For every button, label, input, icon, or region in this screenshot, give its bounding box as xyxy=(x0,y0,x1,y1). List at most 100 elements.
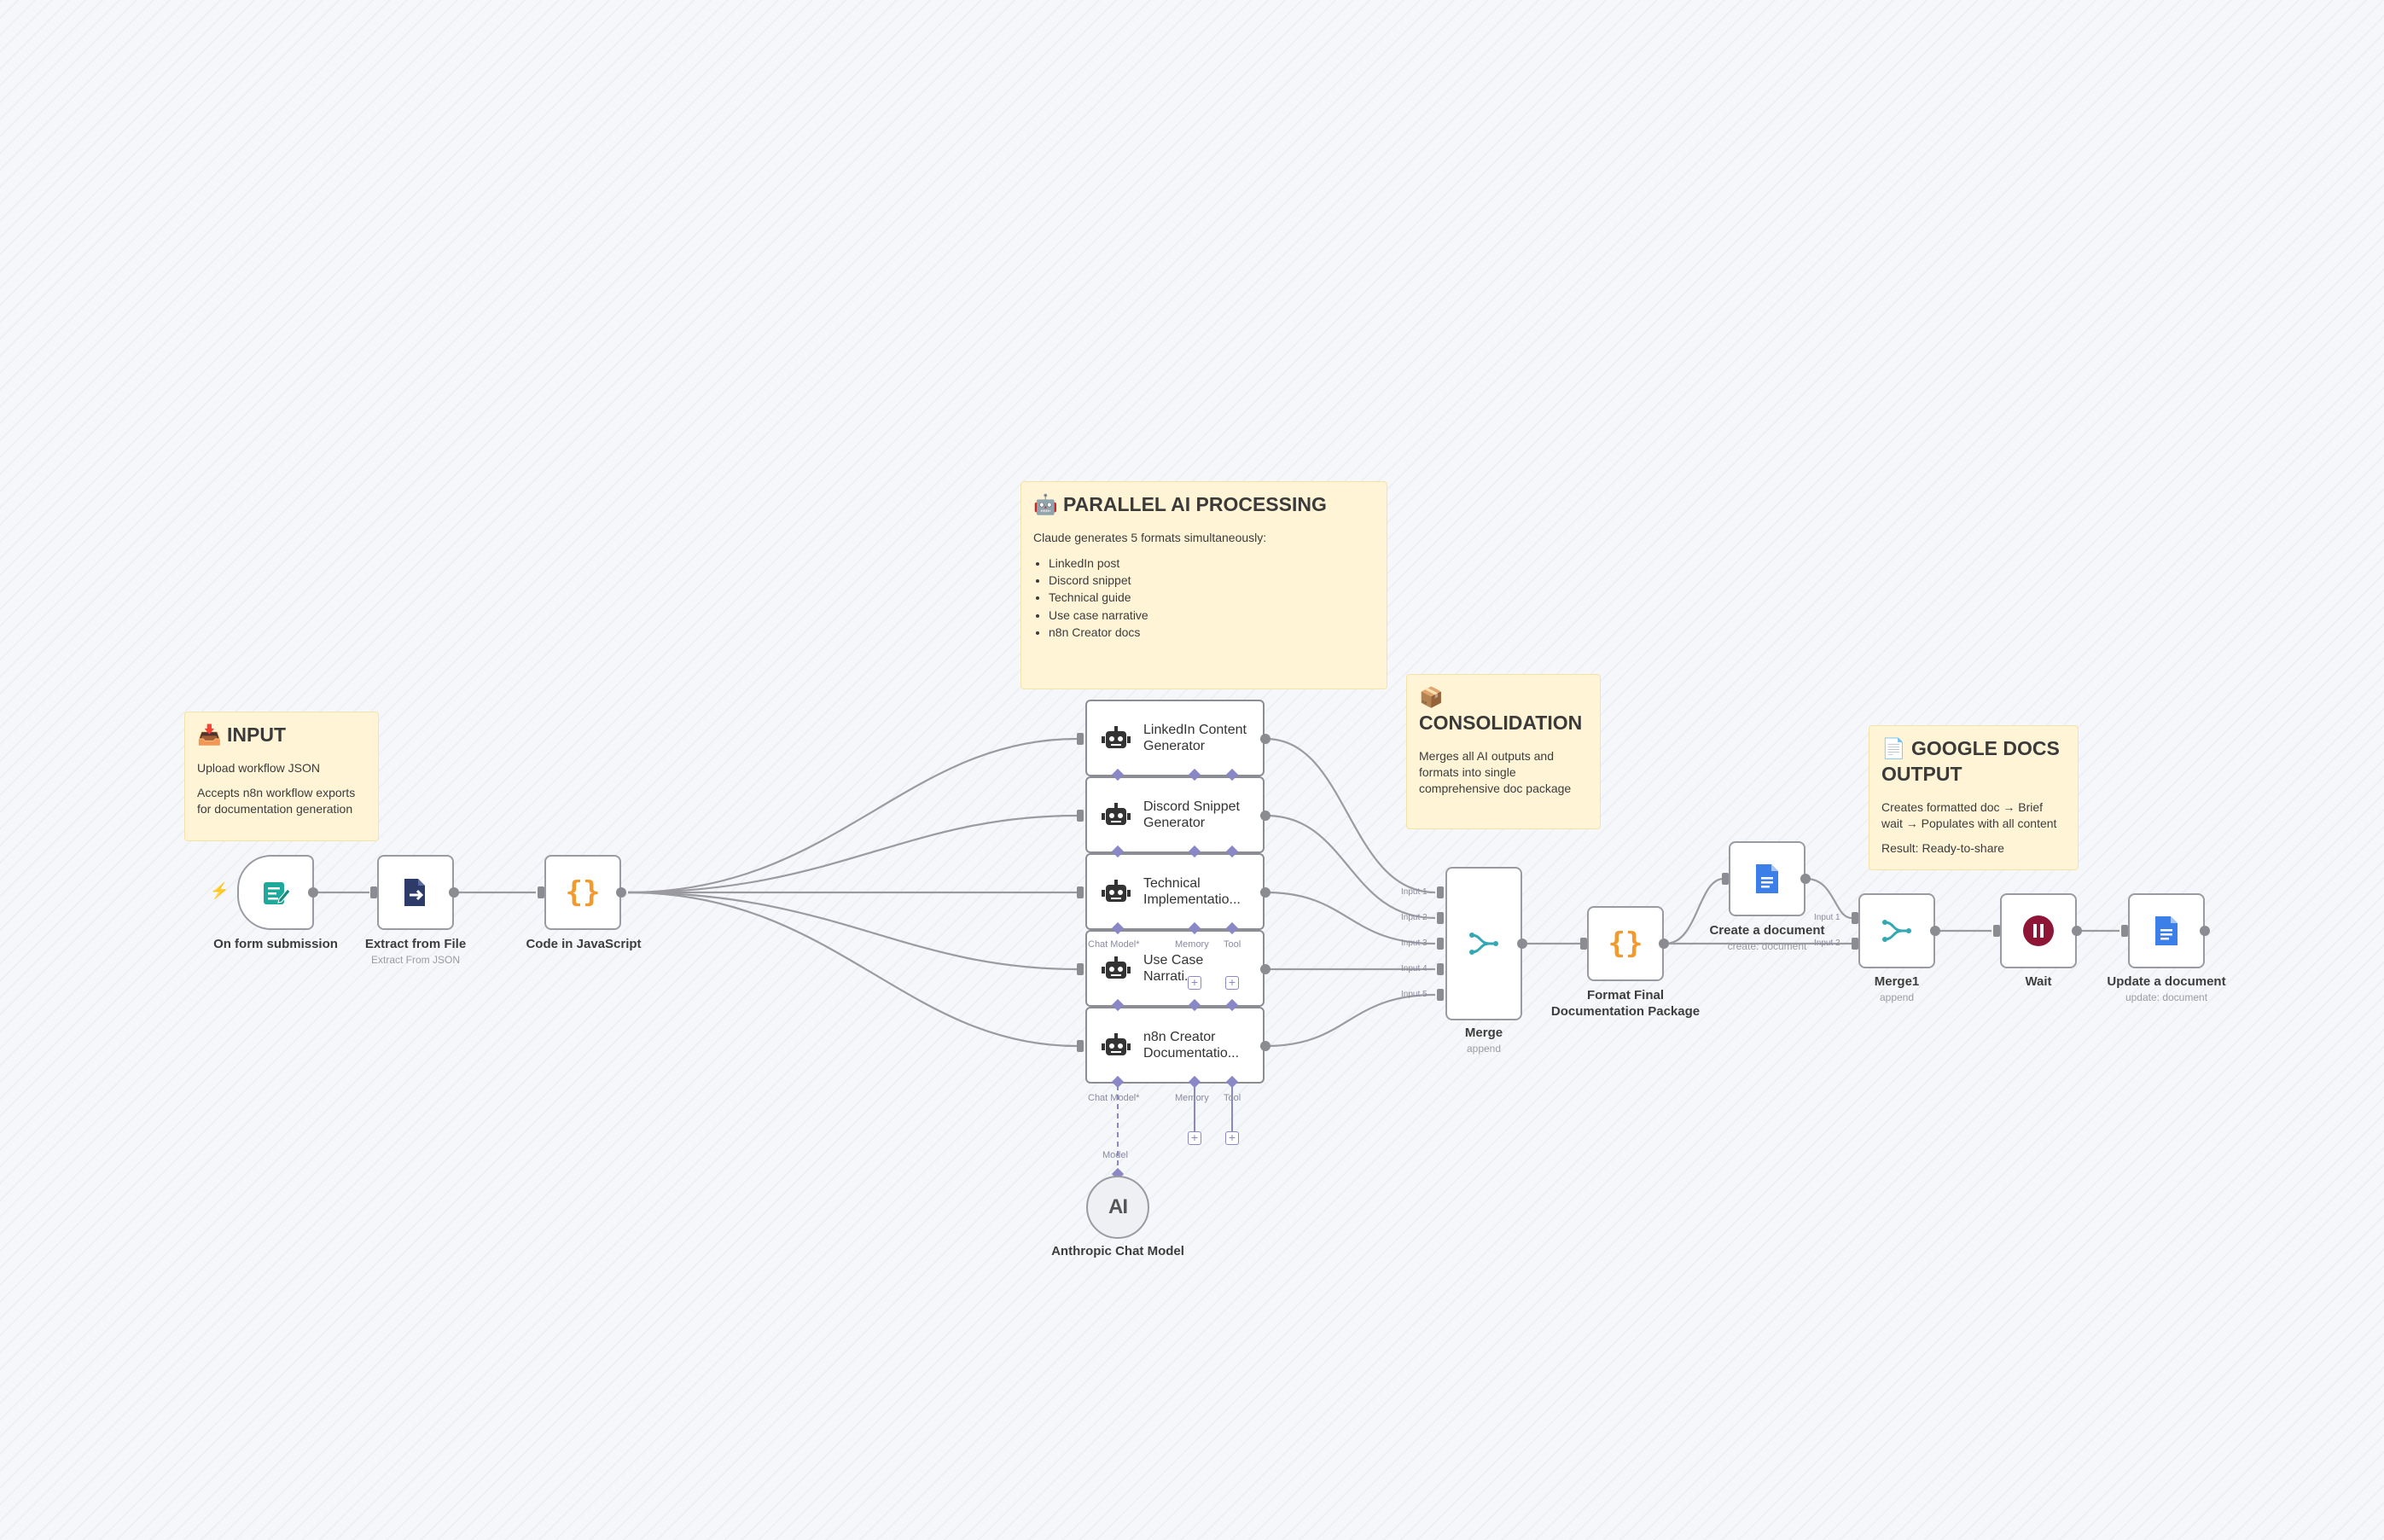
wait-node[interactable] xyxy=(2000,893,2077,968)
agent-technical-node[interactable]: Technical Implementatio... xyxy=(1085,853,1265,930)
add-memory-button[interactable]: + xyxy=(1188,976,1201,990)
agent1-output-port[interactable] xyxy=(1260,734,1270,744)
chat-model-port-label: Chat Model* xyxy=(1088,939,1140,950)
merge-input-label: Input 5 xyxy=(1401,990,1427,999)
list-item: Technical guide xyxy=(1049,589,1375,606)
tool-port-label: Tool xyxy=(1224,939,1241,950)
agent3-output-port[interactable] xyxy=(1260,887,1270,898)
form-trigger-label: On form submission xyxy=(213,937,338,951)
wire-code-agent4 xyxy=(627,891,1078,971)
format-output-port[interactable] xyxy=(1659,939,1669,949)
pause-icon xyxy=(2023,915,2054,946)
sticky-gdocs-text: Creates formatted doc → Brief wait → Pop… xyxy=(1881,799,2057,830)
trigger-bolt-icon: ⚡ xyxy=(210,882,230,899)
agent-creator-docs-node[interactable]: n8n Creator Documentatio... xyxy=(1085,1007,1265,1084)
agent2-input-port[interactable] xyxy=(1077,810,1084,822)
merge-input3-port[interactable] xyxy=(1437,938,1444,950)
create-doc-output-port[interactable] xyxy=(1800,874,1811,884)
create-document-sub: create: document xyxy=(1727,940,1807,952)
sticky-input-title: INPUT xyxy=(227,724,287,746)
inbox-icon: 📥 xyxy=(197,724,222,746)
anthropic-logo-icon: AI xyxy=(1108,1195,1128,1218)
form-trigger-node[interactable] xyxy=(237,855,314,930)
merge1-input2-port[interactable] xyxy=(1852,938,1858,950)
agent4-output-port[interactable] xyxy=(1260,964,1270,974)
agent-discord-node[interactable]: Discord Snippet Generator xyxy=(1085,776,1265,853)
format-input-port[interactable] xyxy=(1580,938,1587,950)
tool-port-label: Tool xyxy=(1224,1093,1241,1103)
sticky-gdocs-result: Result: Ready-to-share xyxy=(1881,840,2004,855)
update-document-node[interactable] xyxy=(2128,893,2205,968)
code-input-port[interactable] xyxy=(538,886,544,898)
robot-icon xyxy=(1102,880,1131,902)
anthropic-chat-model-label: Anthropic Chat Model xyxy=(1051,1244,1184,1258)
merge1-input1-port[interactable] xyxy=(1852,912,1858,924)
agent-discord-label: Discord Snippet Generator xyxy=(1143,799,1240,830)
merge-input1-port[interactable] xyxy=(1437,886,1444,898)
agent3-input-port[interactable] xyxy=(1077,886,1084,898)
sticky-consolidation-title: CONSOLIDATION xyxy=(1419,711,1583,734)
agent-linkedin-node[interactable]: LinkedIn Content Generator xyxy=(1085,700,1265,776)
chat-model-port-label: Chat Model* xyxy=(1088,1093,1140,1103)
code-javascript-node[interactable]: {} xyxy=(544,855,621,930)
update-document-sub: update: document xyxy=(2125,991,2208,1003)
merge-icon xyxy=(1882,920,1911,942)
create-document-label: Create a document xyxy=(1709,923,1825,938)
update-doc-input-port[interactable] xyxy=(2121,925,2128,937)
extract-from-file-node[interactable] xyxy=(377,855,454,930)
merge-input-label: Input 4 xyxy=(1401,964,1427,973)
wire-agent2-merge xyxy=(1265,814,1436,920)
agent-usecase-label: Use Case Narrati... xyxy=(1143,952,1204,984)
sticky-parallel-list: LinkedIn post Discord snippet Technical … xyxy=(1033,555,1375,641)
create-document-node[interactable] xyxy=(1729,841,1805,916)
sticky-input-line2: Accepts n8n workflow exports for documen… xyxy=(197,785,356,816)
list-item: LinkedIn post xyxy=(1049,555,1375,572)
merge-icon xyxy=(1469,933,1498,955)
merge1-output-port[interactable] xyxy=(1930,926,1940,936)
agent1-input-port[interactable] xyxy=(1077,733,1084,745)
agent4-input-port[interactable] xyxy=(1077,963,1084,975)
format-final-package-node[interactable]: {} xyxy=(1587,906,1664,981)
update-doc-output-port[interactable] xyxy=(2200,926,2210,936)
package-icon: 📦 xyxy=(1419,686,1444,708)
merge-output-port[interactable] xyxy=(1517,939,1527,949)
add-tool-button[interactable]: + xyxy=(1225,1131,1239,1145)
wait-output-port[interactable] xyxy=(2072,926,2082,936)
merge1-input-label: Input 1 xyxy=(1814,913,1840,922)
merge-input-label: Input 1 xyxy=(1401,887,1427,897)
wire-code-agent2 xyxy=(627,814,1078,894)
merge1-sub: append xyxy=(1879,991,1915,1003)
extract-input-port[interactable] xyxy=(370,886,377,898)
code-braces-icon: {} xyxy=(565,875,601,909)
wire-agent5-merge xyxy=(1265,993,1436,1048)
merge-input5-port[interactable] xyxy=(1437,989,1444,1001)
wire-code-agent1 xyxy=(627,737,1078,894)
agent-linkedin-label: LinkedIn Content Generator xyxy=(1143,722,1247,753)
merge1-node[interactable] xyxy=(1858,893,1935,968)
code-output-port[interactable] xyxy=(616,887,626,898)
robot-icon: 🤖 xyxy=(1033,493,1058,515)
agent-usecase-node[interactable]: Use Case Narrati... xyxy=(1085,930,1265,1007)
anthropic-chat-model-node[interactable]: AI xyxy=(1086,1176,1149,1239)
robot-icon xyxy=(1102,803,1131,825)
merge-input4-port[interactable] xyxy=(1437,963,1444,975)
form-trigger-output-port[interactable] xyxy=(308,887,318,898)
merge1-input-label: Input 2 xyxy=(1814,939,1840,948)
merge-input2-port[interactable] xyxy=(1437,912,1444,924)
list-item: Discord snippet xyxy=(1049,572,1375,589)
agent5-output-port[interactable] xyxy=(1260,1041,1270,1051)
wait-input-port[interactable] xyxy=(1993,925,2000,937)
code-braces-icon: {} xyxy=(1608,927,1643,961)
agent-creator-docs-label: n8n Creator Documentatio... xyxy=(1143,1029,1240,1061)
add-memory-button[interactable]: + xyxy=(1188,1131,1201,1145)
agent5-input-port[interactable] xyxy=(1077,1040,1084,1052)
create-doc-input-port[interactable] xyxy=(1722,873,1729,885)
list-item: n8n Creator docs xyxy=(1049,624,1375,641)
agent2-output-port[interactable] xyxy=(1260,811,1270,821)
merge-node[interactable] xyxy=(1445,867,1522,1020)
add-tool-button[interactable]: + xyxy=(1225,976,1239,990)
sticky-gdocs-title: GOOGLE DOCS OUTPUT xyxy=(1881,737,2060,785)
sticky-consolidation-text: Merges all AI outputs and formats into s… xyxy=(1419,748,1572,795)
robot-icon xyxy=(1102,1033,1131,1055)
extract-output-port[interactable] xyxy=(449,887,459,898)
